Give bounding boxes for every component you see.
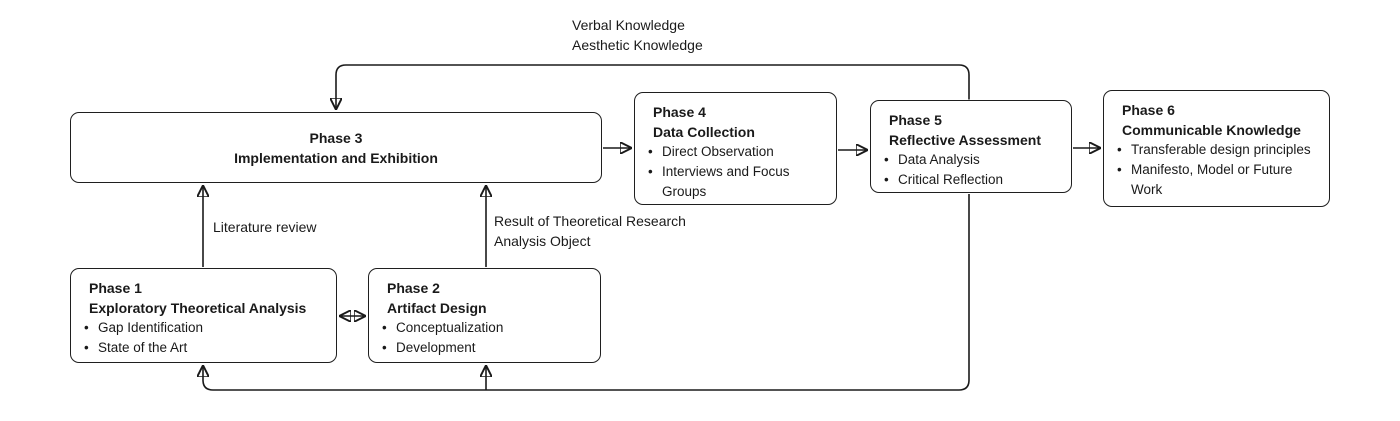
phase-3-subtitle: Implementation and Exhibition [234,149,438,166]
phase-4-bullet-item: • Direct Observation [648,142,826,162]
edge-label-literature-review: Literature review [213,219,317,235]
phase-4-title: Phase 4 [653,104,706,120]
phase-5-box: Phase 5 Reflective Assessment • Data Ana… [870,100,1072,193]
feedback-label-line1: Verbal Knowledge [572,17,685,33]
bullet-text: Direct Observation [662,144,774,159]
phase-4-bullet-item: • Interviews and Focus Groups [648,162,826,202]
bullet-text: State of the Art [98,340,188,355]
phase-5-title: Phase 5 [889,112,942,128]
bullet-text: Manifesto, Model or Future Work [1131,162,1293,197]
phase-1-bullet-item: • State of the Art [84,338,326,358]
bullet-dot: • [884,172,889,187]
bullet-dot: • [84,320,89,335]
bullet-dot: • [648,144,653,159]
result-label-line1: Result of Theoretical Research [494,213,686,229]
phase-5-bullet-item: • Data Analysis [884,150,1061,170]
phase-6-subtitle: Communicable Knowledge [1122,122,1301,138]
phase-3-box: Phase 3 Implementation and Exhibition [70,112,602,183]
bullet-dot: • [1117,162,1122,177]
bullet-dot: • [382,320,387,335]
feedback-loop-label: Verbal Knowledge Aesthetic Knowledge [572,15,703,55]
feedback-label-line2: Aesthetic Knowledge [572,37,703,53]
bullet-dot: • [382,340,387,355]
bullet-dot: • [884,152,889,167]
phase-1-subtitle: Exploratory Theoretical Analysis [89,300,307,316]
bullet-text: Development [396,340,476,355]
phase-5-bullet-item: • Critical Reflection [884,170,1061,190]
phase-4-box: Phase 4 Data Collection • Direct Observa… [634,92,837,205]
edge-label-result-of-research: Result of Theoretical Research Analysis … [494,211,686,251]
phase-6-title: Phase 6 [1122,102,1175,118]
phase-4-subtitle: Data Collection [653,124,755,140]
phase-1-title: Phase 1 [89,280,142,296]
bullet-text: Conceptualization [396,320,504,335]
result-label-line2: Analysis Object [494,233,591,249]
phase-6-box: Phase 6 Communicable Knowledge • Transfe… [1103,90,1330,207]
phase-2-subtitle: Artifact Design [387,300,487,316]
phase-2-bullet-item: • Development [382,338,590,358]
bullet-dot: • [84,340,89,355]
phase-2-bullet-item: • Conceptualization [382,318,590,338]
arrow-phase5-to-phase1-feedback [203,194,970,391]
phase-6-bullet-item: • Transferable design principles [1117,140,1319,160]
arrow-phase5-to-phase3-feedback [336,64,970,108]
bullet-dot: • [1117,142,1122,157]
phase-3-title: Phase 3 [309,129,363,146]
bullet-text: Data Analysis [898,152,980,167]
phase-5-subtitle: Reflective Assessment [889,132,1042,148]
phase-6-bullet-item: • Manifesto, Model or Future Work [1117,160,1319,200]
bullet-text: Critical Reflection [898,172,1004,187]
phase-2-title: Phase 2 [387,280,440,296]
bullet-text: Transferable design principles [1131,142,1311,157]
bullet-text: Interviews and Focus Groups [662,164,790,199]
bullet-dot: • [648,164,653,179]
phase-2-box: Phase 2 Artifact Design • Conceptualizat… [368,268,601,363]
phase-1-bullet-item: • Gap Identification [84,318,326,338]
phase-1-box: Phase 1 Exploratory Theoretical Analysis… [70,268,337,363]
bullet-text: Gap Identification [98,320,204,335]
